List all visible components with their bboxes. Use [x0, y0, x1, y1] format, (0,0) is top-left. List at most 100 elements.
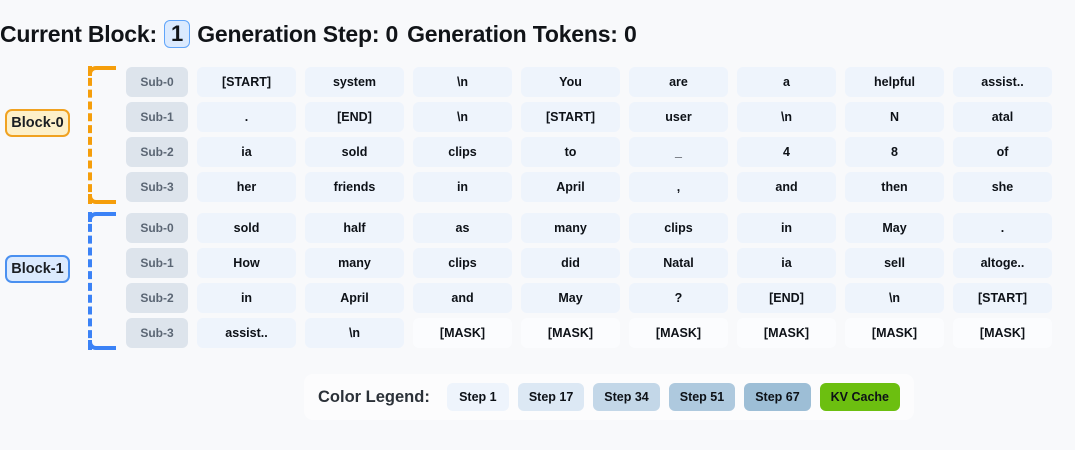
current-block-value-badge: 1 [163, 20, 191, 48]
mask-cell[interactable]: [MASK] [737, 318, 836, 348]
token-cell[interactable]: many [305, 248, 404, 278]
block-bracket-0 [88, 66, 116, 204]
token-cell[interactable]: May [845, 213, 944, 243]
token-cell[interactable]: ia [737, 248, 836, 278]
sub-row-label: Sub-0 [126, 213, 188, 243]
token-grid: Block-0 Sub-0 [START] system \n You are … [0, 62, 1075, 356]
token-cell[interactable]: [START] [953, 283, 1052, 313]
sub-row-label: Sub-0 [126, 67, 188, 97]
token-cell[interactable]: How [197, 248, 296, 278]
token-cell[interactable]: in [413, 172, 512, 202]
token-cell[interactable]: helpful [845, 67, 944, 97]
token-cell[interactable]: ia [197, 137, 296, 167]
token-cell[interactable]: ? [629, 283, 728, 313]
token-cell[interactable]: a [737, 67, 836, 97]
token-cell[interactable]: May [521, 283, 620, 313]
token-cell[interactable]: clips [413, 248, 512, 278]
block-group-1: Block-1 Sub-0 sold half as many clips in… [0, 208, 1075, 354]
token-cell[interactable]: then [845, 172, 944, 202]
token-cell[interactable]: to [521, 137, 620, 167]
token-cell[interactable]: Natal [629, 248, 728, 278]
token-cell[interactable]: half [305, 213, 404, 243]
token-cell[interactable]: [START] [197, 67, 296, 97]
token-cell[interactable]: 8 [845, 137, 944, 167]
color-legend: Color Legend: Step 1 Step 17 Step 34 Ste… [304, 374, 914, 420]
sub-row: Sub-1 . [END] \n [START] user \n N atal [126, 102, 1052, 132]
token-cell[interactable]: \n [413, 102, 512, 132]
legend-swatch-step-51[interactable]: Step 51 [668, 383, 736, 411]
sub-row: Sub-0 [START] system \n You are a helpfu… [126, 67, 1052, 97]
sub-row: Sub-0 sold half as many clips in May . [126, 213, 1052, 243]
token-cell[interactable]: clips [629, 213, 728, 243]
token-cell[interactable]: as [413, 213, 512, 243]
token-cell[interactable]: assist.. [197, 318, 296, 348]
token-cell[interactable]: altoge.. [953, 248, 1052, 278]
color-legend-title: Color Legend: [318, 387, 430, 406]
token-cell[interactable]: , [629, 172, 728, 202]
legend-swatch-step-67[interactable]: Step 67 [744, 383, 811, 411]
token-cell[interactable]: and [737, 172, 836, 202]
token-cell[interactable]: atal [953, 102, 1052, 132]
block-group-0: Block-0 Sub-0 [START] system \n You are … [0, 62, 1075, 208]
legend-swatch-step-34[interactable]: Step 34 [593, 383, 660, 411]
token-cell[interactable]: and [413, 283, 512, 313]
block-bracket-1 [88, 212, 116, 350]
token-cell[interactable]: 4 [737, 137, 836, 167]
mask-cell[interactable]: [MASK] [521, 318, 620, 348]
sub-row-label: Sub-1 [126, 102, 188, 132]
token-cell[interactable]: April [305, 283, 404, 313]
token-cell[interactable]: \n [737, 102, 836, 132]
token-cell[interactable]: clips [413, 137, 512, 167]
generation-tokens-label: Generation Tokens: 0 [407, 20, 637, 47]
token-cell[interactable]: her [197, 172, 296, 202]
sub-row: Sub-2 ia sold clips to _ 4 8 of [126, 137, 1052, 167]
token-cell[interactable]: \n [413, 67, 512, 97]
legend-swatch-step-17[interactable]: Step 17 [517, 383, 585, 411]
token-cell[interactable]: . [953, 213, 1052, 243]
token-cell[interactable]: . [197, 102, 296, 132]
token-cell[interactable]: system [305, 67, 404, 97]
token-cell[interactable]: did [521, 248, 620, 278]
current-block-label: Current Block: [0, 20, 157, 47]
legend-swatch-kv-cache[interactable]: KV Cache [819, 383, 900, 411]
token-cell[interactable]: she [953, 172, 1052, 202]
block-label-1: Block-1 [5, 255, 70, 283]
token-cell[interactable]: \n [845, 283, 944, 313]
sub-row-label: Sub-2 [126, 283, 188, 313]
token-cell[interactable]: are [629, 67, 728, 97]
mask-cell[interactable]: [MASK] [845, 318, 944, 348]
mask-cell[interactable]: [MASK] [629, 318, 728, 348]
mask-cell[interactable]: [MASK] [413, 318, 512, 348]
sub-row-label: Sub-1 [126, 248, 188, 278]
token-cell[interactable]: [END] [737, 283, 836, 313]
legend-swatch-step-1[interactable]: Step 1 [446, 383, 509, 411]
token-cell[interactable]: [END] [305, 102, 404, 132]
page-header: Current Block: 1 Generation Step: 0 Gene… [0, 16, 637, 52]
token-cell[interactable]: user [629, 102, 728, 132]
sub-row-label: Sub-3 [126, 172, 188, 202]
token-cell[interactable]: _ [629, 137, 728, 167]
token-cell[interactable]: friends [305, 172, 404, 202]
token-cell[interactable]: N [845, 102, 944, 132]
sub-row: Sub-1 How many clips did Natal ia sell a… [126, 248, 1052, 278]
token-cell[interactable]: You [521, 67, 620, 97]
sub-row-label: Sub-2 [126, 137, 188, 167]
generation-step-label: Generation Step: 0 [197, 20, 399, 47]
token-cell[interactable]: sold [197, 213, 296, 243]
token-cell[interactable]: sold [305, 137, 404, 167]
token-cell[interactable]: of [953, 137, 1052, 167]
token-cell[interactable]: \n [305, 318, 404, 348]
token-cell[interactable]: many [521, 213, 620, 243]
mask-cell[interactable]: [MASK] [953, 318, 1052, 348]
token-cell[interactable]: in [737, 213, 836, 243]
token-cell[interactable]: assist.. [953, 67, 1052, 97]
token-cell[interactable]: in [197, 283, 296, 313]
block-label-0: Block-0 [5, 109, 70, 137]
sub-row: Sub-3 assist.. \n [MASK] [MASK] [MASK] [… [126, 318, 1052, 348]
sub-row: Sub-2 in April and May ? [END] \n [START… [126, 283, 1052, 313]
token-cell[interactable]: sell [845, 248, 944, 278]
sub-row-label: Sub-3 [126, 318, 188, 348]
token-cell[interactable]: April [521, 172, 620, 202]
token-cell[interactable]: [START] [521, 102, 620, 132]
sub-row: Sub-3 her friends in April , and then sh… [126, 172, 1052, 202]
